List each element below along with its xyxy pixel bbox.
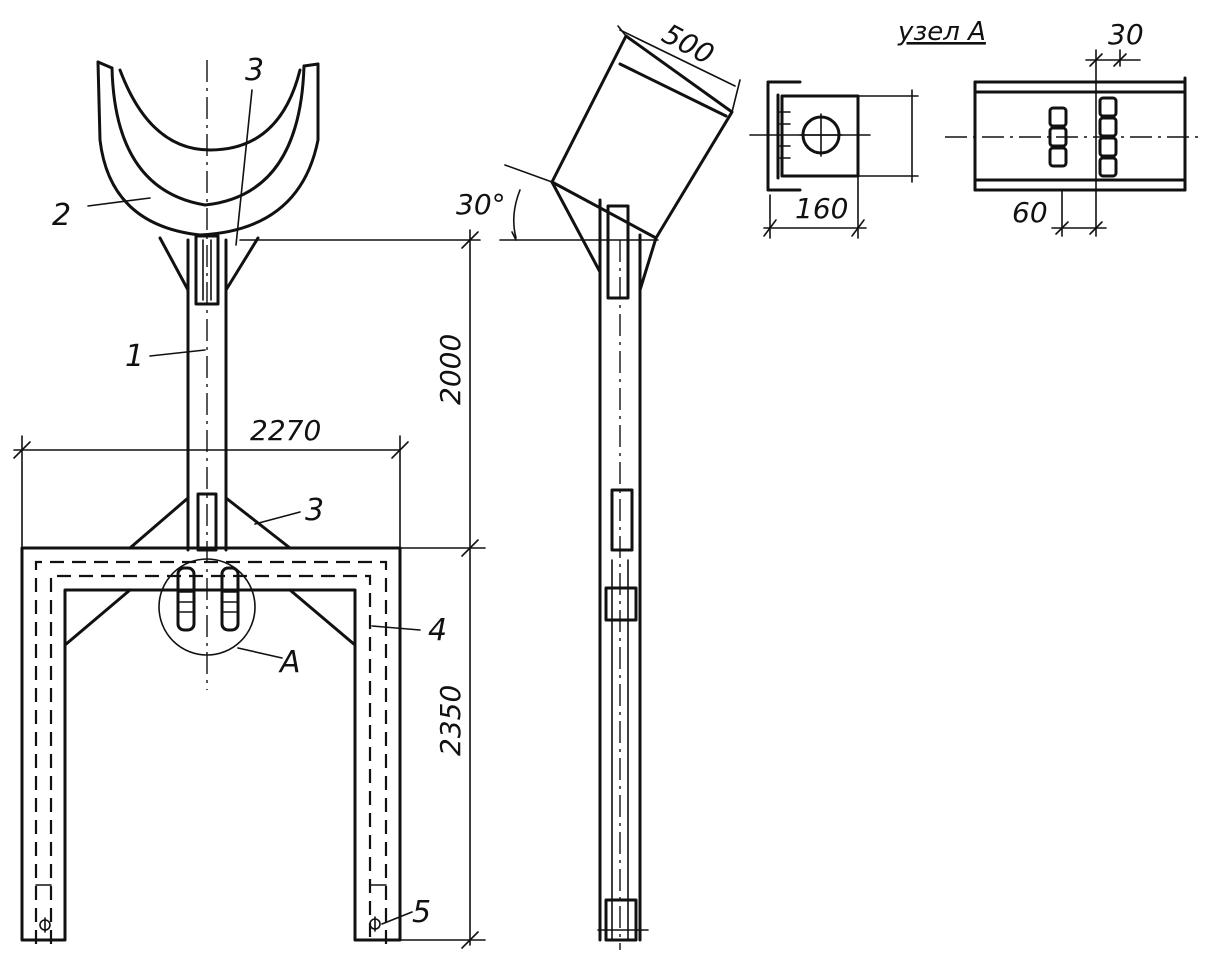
leader-5	[381, 911, 413, 925]
leader-3-bottom	[254, 511, 301, 525]
dim-width-text: 2270	[250, 414, 321, 447]
leader-2	[87, 197, 151, 207]
dim-angle-text: 30°	[456, 188, 506, 221]
detail-title: узел А	[897, 17, 986, 47]
angle-dimension	[499, 164, 659, 241]
lower-gussets	[128, 496, 292, 550]
anchor-holes	[39, 916, 381, 933]
dim-upper-height-text: 2000	[434, 334, 467, 405]
detail-section-left	[749, 80, 871, 192]
dim-gap-text: 30	[1108, 18, 1144, 51]
detail-dimensions-right	[1051, 53, 1141, 235]
leader-4	[371, 625, 421, 631]
portal-frame	[20, 546, 402, 944]
dim-offset-text: 60	[1012, 196, 1048, 229]
front-view: 3 2 1 3 4 5 A 2270 2000 2350	[13, 53, 486, 949]
leader-3-top	[235, 89, 253, 246]
position-label-1: 1	[125, 339, 144, 374]
detail-dimensions-left	[763, 89, 919, 239]
cradle-saddle	[96, 60, 320, 237]
dimension-width	[13, 435, 409, 549]
dim-lower-height-text: 2350	[434, 685, 467, 756]
tilted-cradle	[550, 25, 741, 240]
detail-section-right	[945, 49, 1200, 237]
detail-a: узел А 160	[749, 17, 1200, 239]
upper-gussets	[158, 234, 260, 306]
side-view: 500 30°	[456, 17, 741, 950]
dimension-heights	[239, 229, 486, 949]
leader-a	[237, 647, 283, 659]
position-label-2: 2	[52, 198, 71, 233]
node-label-a: A	[278, 645, 301, 680]
position-label-3-bottom: 3	[305, 493, 324, 528]
leader-1	[149, 349, 206, 357]
side-post	[550, 180, 658, 950]
node-a-detail-circle	[158, 558, 256, 656]
position-label-5: 5	[412, 895, 431, 930]
dim-plate-width-text: 160	[795, 192, 848, 225]
position-label-4: 4	[428, 613, 447, 648]
position-label-3-top: 3	[245, 53, 264, 88]
